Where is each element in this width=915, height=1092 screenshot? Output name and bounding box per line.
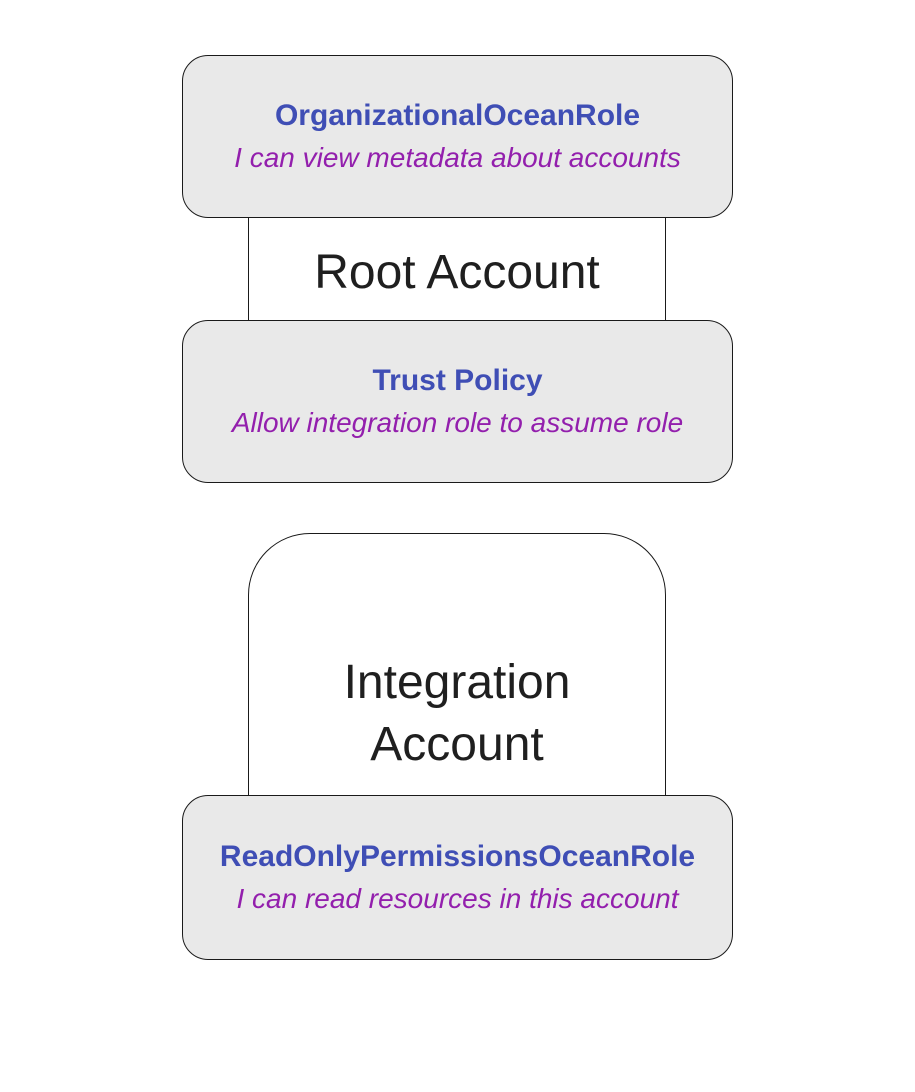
trust-policy-node: Trust Policy Allow integration role to a… [182,320,733,483]
integration-account-label-line2: Account [370,718,544,771]
organizational-ocean-role-name: OrganizationalOceanRole [274,98,641,132]
readonly-permissions-ocean-role-node: ReadOnlyPermissionsOceanRole I can read … [182,795,733,960]
trust-policy-name: Trust Policy [372,363,543,397]
integration-account-label: Integration Account [248,652,666,776]
readonly-permissions-ocean-role-name: ReadOnlyPermissionsOceanRole [219,839,696,873]
readonly-permissions-ocean-role-description: I can read resources in this account [236,882,679,914]
organizational-ocean-role-description: I can view metadata about accounts [234,141,681,173]
organizational-ocean-role-node: OrganizationalOceanRole I can view metad… [182,55,733,218]
integration-account-label-line1: Integration [343,656,571,709]
trust-policy-description: Allow integration role to assume role [231,406,684,438]
root-account-label: Root Account [314,246,600,299]
